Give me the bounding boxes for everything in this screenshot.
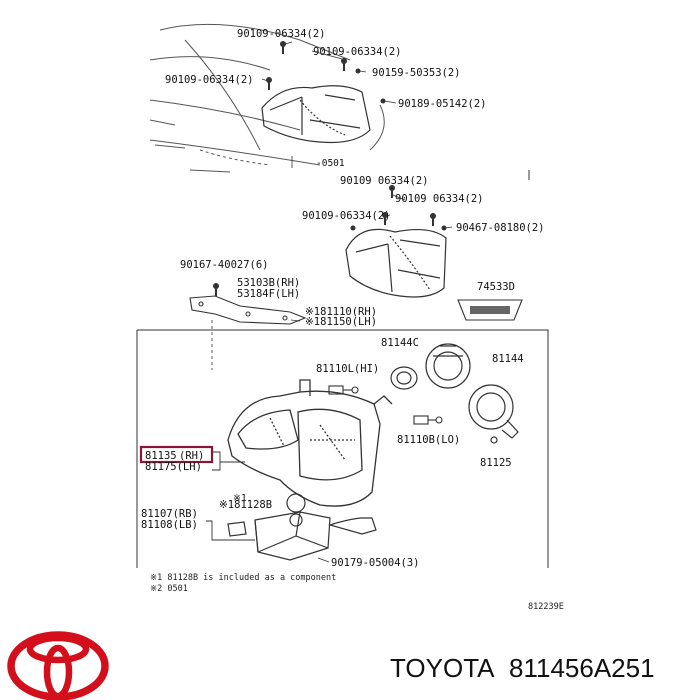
highlight-leader: [212, 451, 245, 471]
part-number-81144c: 81144C: [381, 337, 419, 349]
assembly-box: [136, 329, 549, 568]
rear-cover: [468, 384, 519, 444]
part-number-90109-b: 90109-06334(2): [313, 46, 402, 58]
part-number-81150: ※181150(LH): [305, 316, 377, 328]
brand-name: TOYOTA: [390, 653, 495, 683]
part-number-81128b: ※181128B: [219, 499, 272, 511]
part-number-90179: 90179-05004(3): [331, 557, 420, 569]
part-number-90159: 90159-50353(2): [372, 67, 461, 79]
part-number-90467: 90467-08180(2): [456, 222, 545, 234]
part-number-81125: 81125: [480, 457, 512, 469]
highlighted-part-side: (RH): [179, 450, 204, 462]
mid-leader-lines: [385, 194, 453, 229]
part-number-90189: 90189-05142(2): [398, 98, 487, 110]
top-leader-lines: [261, 41, 397, 104]
part-number-81107: 81107(RB): [141, 508, 198, 520]
vehicle-front-sketch: [149, 23, 385, 173]
part-number-mid-90109-c: 90109-06334(2): [302, 210, 391, 222]
mid-bolts: [350, 185, 447, 231]
part-number-90167: 90167-40027(6): [180, 259, 269, 271]
hi-beam-bulb: [328, 385, 359, 395]
lamp-leader-line: [290, 319, 301, 322]
ballast-leader: [206, 520, 255, 541]
toyota-logo: [7, 631, 109, 700]
highlighted-part-number: 81135: [145, 450, 177, 462]
mounting-bracket: [189, 295, 307, 325]
footnote-1: ※1 81128B is included as a component: [150, 573, 336, 583]
part-number-74533d: 74533D: [477, 281, 515, 293]
top-bolts: [266, 41, 386, 104]
part-number-53184f: 53184F(LH): [237, 288, 300, 300]
date-note: -0501: [316, 158, 345, 169]
figure-code: 812239E: [528, 602, 564, 612]
headlamp-main-view: [227, 379, 393, 507]
part-number-81144: 81144: [492, 353, 524, 365]
part-number-81175: 81175(LH): [145, 461, 202, 473]
highlight-box: [139, 445, 214, 464]
part-number-81110: ※181110(RH): [305, 306, 377, 318]
part-number-81108: 81108(LB): [141, 519, 198, 531]
footnote-2: ※2 0501: [150, 584, 188, 594]
screw-leader: [317, 557, 330, 563]
headlamp-mid-view: [345, 228, 447, 298]
part-number-53103b: 53103B(RH): [237, 277, 300, 289]
part-number-81110l: 81110L(HI): [316, 363, 379, 375]
reference-x1: ※1: [233, 493, 247, 504]
part-number-mid-90109-b: 90109 06334(2): [395, 193, 484, 205]
part-number-90109-a: 90109-06334(2): [237, 28, 326, 40]
part-number-mid-90109-a: 90109 06334(2): [340, 175, 429, 187]
part-number: 811456A251: [509, 653, 655, 683]
bulb-cap-small: [390, 366, 418, 390]
bulb-cap-large: [425, 343, 471, 389]
headlamp-top-view: [261, 85, 371, 144]
lo-beam-bulb: [413, 415, 443, 425]
part-number-81110b: 81110B(LO): [397, 434, 460, 446]
part-number-90109-c: 90109-06334(2): [165, 74, 254, 86]
bracket-bolts: [213, 283, 219, 296]
ballast-unit: [227, 493, 377, 561]
label-plate: [457, 299, 523, 321]
